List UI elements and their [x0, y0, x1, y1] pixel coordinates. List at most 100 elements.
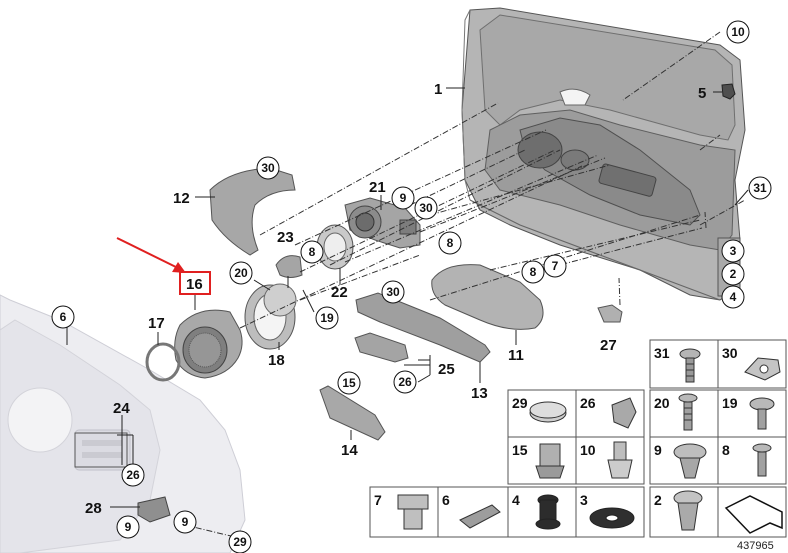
grid-label-26: 26: [580, 395, 596, 411]
svg-text:2: 2: [730, 267, 737, 281]
grid-label-4: 4: [512, 492, 520, 508]
callout-23: 23: [277, 229, 294, 246]
callout-25: 25: [438, 361, 455, 378]
svg-text:26: 26: [398, 375, 412, 389]
svg-text:31: 31: [753, 181, 767, 195]
fastener-3-washer: [589, 507, 635, 529]
callout-26-b: 26: [121, 463, 145, 487]
svg-text:20: 20: [234, 266, 248, 280]
fastener-9-clip: [673, 443, 707, 479]
part-17-ring: [145, 342, 181, 382]
callout-30-b: 30: [414, 196, 438, 220]
part-25-switch-cover: [354, 332, 409, 363]
callout-5: 5: [698, 85, 706, 102]
svg-text:10: 10: [731, 25, 745, 39]
fastener-grid-labels: 31 30 29 26 20 19 15 10 9 8 7 6 4 3 2: [374, 345, 738, 508]
fastener-15-clip: [535, 443, 565, 479]
fastener-7-clip: [397, 494, 429, 530]
callout-29: 29: [228, 530, 252, 553]
part-27-clip: [597, 304, 623, 323]
svg-text:3: 3: [730, 244, 737, 258]
callout-26-a: 26: [393, 370, 417, 394]
callout-19: 19: [315, 306, 339, 330]
part-11-armrest: [431, 264, 544, 330]
grid-label-29: 29: [512, 395, 528, 411]
callout-17: 17: [148, 315, 165, 332]
callout-8-a: 8: [300, 240, 324, 264]
fastener-8-screw: [752, 443, 772, 477]
grid-label-30: 30: [722, 345, 738, 361]
callout-22: 22: [331, 284, 348, 301]
leader-lines: [66, 87, 749, 508]
assembly-lines: [184, 31, 746, 538]
callout-30-a: 30: [256, 156, 280, 180]
grid-label-10: 10: [580, 442, 596, 458]
diagram-id: 437965: [737, 540, 774, 552]
highlight-box: [179, 271, 211, 295]
callout-labels: 1 5 12 21 23 16 17 18 22 11 13 25 27 14 …: [85, 81, 706, 517]
callout-18: 18: [268, 352, 285, 369]
svg-text:8: 8: [447, 236, 454, 250]
callout-2: 2: [721, 262, 745, 286]
fastener-10-clip: [607, 441, 633, 479]
callout-8-c: 8: [521, 260, 545, 284]
part-13-strip: [355, 292, 491, 363]
svg-text:7: 7: [552, 259, 559, 273]
callout-24: 24: [113, 400, 130, 417]
svg-text:4: 4: [730, 290, 737, 304]
fastener-30-speed-nut: [744, 357, 781, 381]
part-16-speaker-cover: [174, 309, 243, 379]
callout-16: 16: [186, 276, 203, 293]
callout-21: 21: [369, 179, 386, 196]
part-23-cap: [275, 255, 303, 278]
fastener-26-clip: [611, 397, 637, 429]
svg-text:9: 9: [182, 515, 189, 529]
grid-label-15: 15: [512, 442, 528, 458]
callout-3: 3: [721, 239, 745, 263]
part-21-housing: [344, 197, 421, 249]
arrow-symbol-icon: [724, 495, 783, 534]
svg-text:6: 6: [60, 310, 67, 324]
svg-text:9: 9: [125, 520, 132, 534]
svg-text:30: 30: [261, 161, 275, 175]
callout-31: 31: [748, 176, 772, 200]
callout-27: 27: [600, 337, 617, 354]
svg-text:8: 8: [530, 265, 537, 279]
grid-label-7: 7: [374, 492, 382, 508]
fastener-6-bracket: [459, 504, 501, 529]
part-28-bracket: [137, 496, 171, 523]
callout-10: 10: [726, 20, 750, 44]
callout-1: 1: [434, 81, 442, 98]
callout-15: 15: [337, 371, 361, 395]
callout-8-b: 8: [438, 231, 462, 255]
part-14-pocket: [319, 385, 386, 441]
svg-text:9: 9: [400, 191, 407, 205]
svg-text:26: 26: [126, 468, 140, 482]
fastener-2-clip: [673, 490, 703, 531]
grid-label-2: 2: [654, 492, 662, 508]
fastener-31-screw: [679, 348, 701, 383]
fastener-19-screw: [749, 397, 775, 430]
callout-30-c: 30: [381, 280, 405, 304]
door-trim-panel: [461, 7, 746, 301]
callout-11: 11: [508, 347, 524, 364]
grid-label-19: 19: [722, 395, 738, 411]
callout-9-a: 9: [391, 186, 415, 210]
svg-text:29: 29: [233, 535, 247, 549]
part-12-cover: [209, 167, 296, 256]
part-5-clip: [721, 83, 736, 100]
svg-text:30: 30: [419, 201, 433, 215]
svg-text:19: 19: [320, 311, 334, 325]
grid-label-6: 6: [442, 492, 450, 508]
fastener-20-screw: [678, 393, 698, 431]
callout-12: 12: [173, 190, 190, 207]
svg-text:30: 30: [386, 285, 400, 299]
callout-28: 28: [85, 500, 102, 517]
grid-label-3: 3: [580, 492, 588, 508]
svg-text:8: 8: [309, 245, 316, 259]
circled-callouts: 10 30 9 30 31 8 8 8 7 20 19 30 3 2 4 6 2…: [51, 20, 772, 553]
grid-label-20: 20: [654, 395, 670, 411]
svg-text:15: 15: [342, 376, 356, 390]
callout-9-c: 9: [173, 510, 197, 534]
